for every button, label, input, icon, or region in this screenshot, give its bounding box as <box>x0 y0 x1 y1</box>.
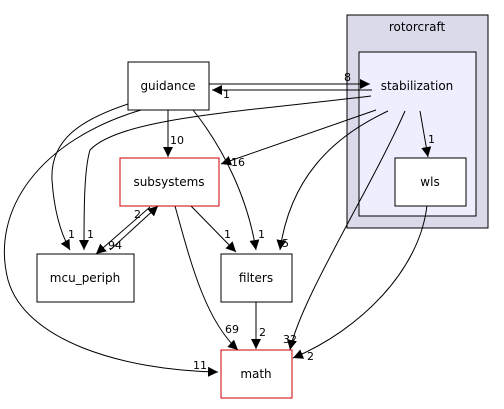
node-filters[interactable]: filters <box>220 253 293 303</box>
edge-label-stabilization-mcu-periph: 1 <box>87 228 94 241</box>
node-wls[interactable]: wls <box>394 157 467 207</box>
edge-subsystems-filters <box>190 205 237 253</box>
edge-subsystems-mcu-periph <box>95 206 151 255</box>
edge-stabilization-wls <box>419 110 432 158</box>
edge-wls-math <box>292 204 428 359</box>
edge-stabilization-mcu-periph <box>79 95 372 251</box>
edge-label-stabilization-filters: 5 <box>282 237 289 250</box>
stabilization-label: stabilization <box>381 79 454 93</box>
edges: 1 8 16 1 5 32 1 10 1 <box>3 71 435 377</box>
edge-stabilization-filters <box>276 110 389 251</box>
node-mcu-periph[interactable]: mcu_periph <box>36 253 135 303</box>
node-math-label: math <box>240 367 271 381</box>
edge-label-stabilization-math: 32 <box>283 333 297 346</box>
node-subsystems[interactable]: subsystems <box>119 157 220 207</box>
edge-label-wls-math: 2 <box>307 350 314 363</box>
edge-label-guidance-filters: 1 <box>258 228 265 241</box>
edge-label-guidance-stabilization: 8 <box>344 71 351 84</box>
edge-label-guidance-mcu-periph: 1 <box>68 228 75 241</box>
edge-guidance-filters <box>192 109 260 251</box>
edge-label-stabilization-wls: 1 <box>428 133 435 146</box>
edge-label-stabilization-guidance: 1 <box>223 88 230 101</box>
edge-guidance-math <box>3 109 219 377</box>
edge-mcu-periph-subsystems <box>109 205 159 251</box>
edge-stabilization-subsystems <box>220 109 377 166</box>
edge-label-mcu-periph-subsystems: 2 <box>134 208 141 221</box>
node-mcu-periph-label: mcu_periph <box>50 271 120 285</box>
edge-label-subsystems-filters: 1 <box>224 228 231 241</box>
edge-label-stabilization-subsystems: 16 <box>231 156 245 169</box>
edge-label-guidance-math: 11 <box>193 359 207 372</box>
edge-label-subsystems-math: 69 <box>225 323 239 336</box>
cluster-rotorcraft-label: rotorcraft <box>389 20 446 34</box>
edge-label-guidance-subsystems: 10 <box>170 134 184 147</box>
node-wls-label: wls <box>420 175 439 189</box>
edge-subsystems-math <box>174 205 239 351</box>
node-subsystems-label: subsystems <box>133 175 204 189</box>
edge-stabilization-math <box>287 110 406 351</box>
edge-guidance-mcu-periph <box>51 103 129 251</box>
node-filters-label: filters <box>239 271 273 285</box>
node-guidance[interactable]: guidance <box>127 61 210 111</box>
edge-label-filters-math: 2 <box>259 326 266 339</box>
node-guidance-label: guidance <box>140 79 195 93</box>
node-math[interactable]: math <box>220 349 293 399</box>
